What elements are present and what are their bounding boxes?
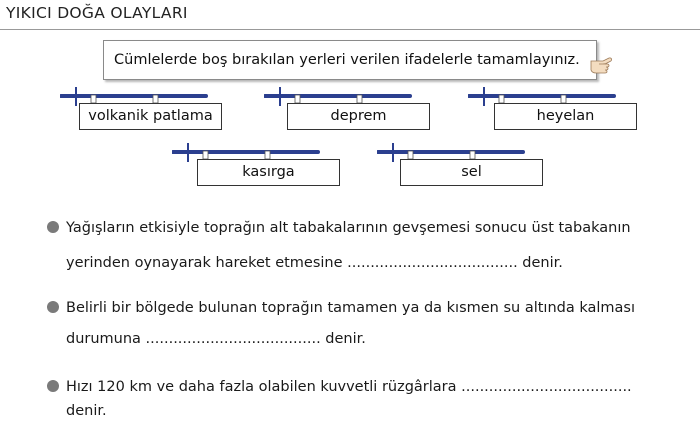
- title-divider: [0, 29, 700, 30]
- question-3: Hızı 120 km ve daha fazla olabilen kuvve…: [47, 379, 632, 395]
- page-title: YIKICI DOĞA OLAYLARI: [6, 4, 188, 22]
- word-card-3: heyelan: [468, 86, 638, 132]
- bullet-icon: [47, 221, 59, 233]
- question-2-line-2: durumuna ...............................…: [66, 331, 366, 347]
- question-1-line-1: Yağışların etkisiyle toprağın alt tabaka…: [66, 220, 631, 236]
- word-card-1: volkanik patlama: [60, 86, 230, 132]
- instruction-text: Cümlelerde boş bırakılan yerleri verilen…: [114, 52, 580, 68]
- word-label-heyelan: heyelan: [494, 103, 637, 130]
- instruction-box: Cümlelerde boş bırakılan yerleri verilen…: [103, 40, 597, 80]
- word-card-4: kasırga: [172, 142, 342, 188]
- word-label-deprem: deprem: [287, 103, 430, 130]
- word-label-volkanik-patlama: volkanik patlama: [79, 103, 222, 130]
- word-label-sel: sel: [400, 159, 543, 186]
- word-label-kasirga: kasırga: [197, 159, 340, 186]
- question-2-line-1: Belirli bir bölgede bulunan toprağın tam…: [66, 300, 635, 316]
- question-2: Belirli bir bölgede bulunan toprağın tam…: [47, 300, 635, 316]
- question-3-line-2: denir.: [66, 403, 107, 419]
- question-1: Yağışların etkisiyle toprağın alt tabaka…: [47, 220, 631, 236]
- bullet-icon: [47, 301, 59, 313]
- question-3-line-1: Hızı 120 km ve daha fazla olabilen kuvve…: [66, 379, 632, 395]
- question-1-line-2: yerinden oynayarak hareket etmesine ....…: [66, 255, 563, 271]
- word-card-2: deprem: [264, 86, 434, 132]
- word-card-5: sel: [377, 142, 547, 188]
- pointing-hand-icon: [589, 52, 613, 74]
- bullet-icon: [47, 380, 59, 392]
